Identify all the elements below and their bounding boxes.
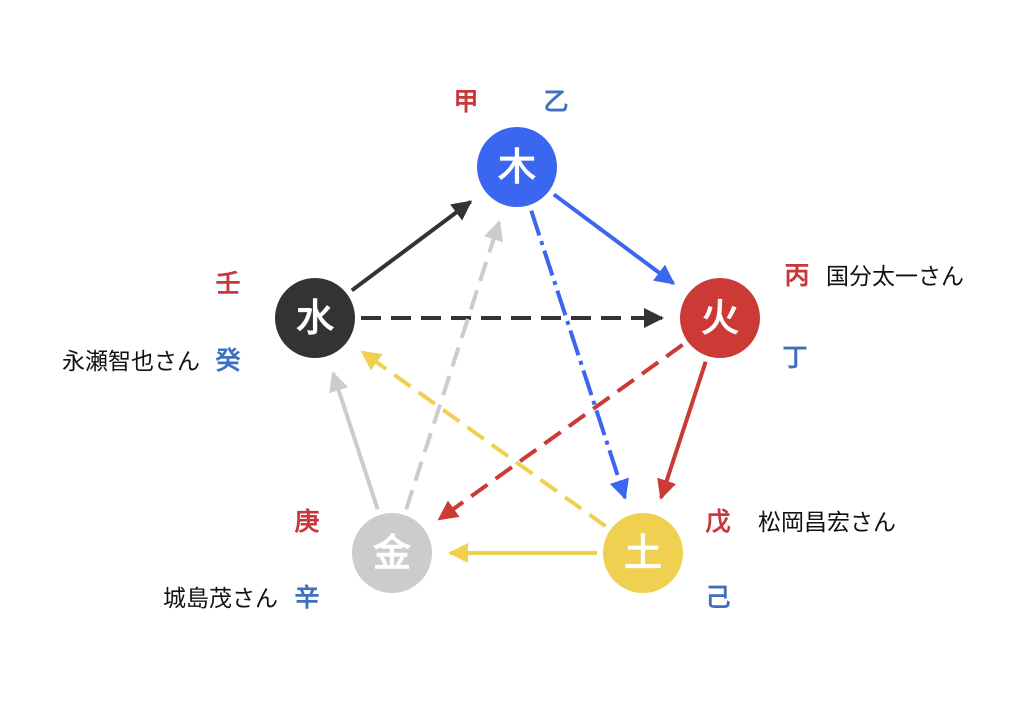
- arrow-metal-generates-water: [329, 371, 380, 510]
- node-char: 火: [701, 295, 739, 340]
- node-circle: [680, 278, 760, 358]
- arrow-fire-controls-metal: [437, 343, 684, 521]
- node-metal: 金: [352, 513, 432, 593]
- person-name-water: 永瀬智也さん: [62, 349, 200, 375]
- node-fire: 火: [680, 278, 760, 358]
- node-circle: [603, 513, 683, 593]
- stem-yin-fire: 丁: [782, 343, 807, 372]
- arrow-earth-controls-water: [360, 350, 607, 528]
- node-water: 水: [275, 278, 355, 358]
- node-circle: [477, 127, 557, 207]
- node-wood: 木: [477, 127, 557, 207]
- node-char: 木: [498, 144, 536, 189]
- node-char: 水: [296, 295, 335, 340]
- arrow-wood-controls-earth: [529, 210, 629, 500]
- person-name-earth: 松岡昌宏さん: [758, 510, 896, 536]
- stem-yang-wood: 甲: [453, 87, 478, 116]
- arrow-fire-generates-earth: [657, 361, 708, 500]
- person-name-metal: 城島茂さん: [163, 586, 278, 612]
- stem-yang-earth: 戊: [705, 507, 730, 536]
- node-char: 土: [624, 530, 662, 575]
- stem-yang-water: 壬: [215, 269, 240, 298]
- stem-yang-metal: 庚: [294, 507, 319, 536]
- node-circle: [275, 278, 355, 358]
- person-name-fire: 国分太一さん: [826, 264, 964, 290]
- arrow-metal-controls-wood: [404, 220, 504, 510]
- node-circle: [352, 513, 432, 593]
- node-char: 金: [372, 530, 412, 575]
- stem-yang-fire: 丙: [784, 261, 809, 290]
- arrow-water-generates-wood: [350, 200, 473, 293]
- stem-yin-water: 癸: [214, 346, 241, 375]
- stem-yin-wood: 乙: [543, 87, 568, 116]
- arrow-wood-generates-fire: [552, 192, 676, 285]
- stem-yin-metal: 辛: [294, 583, 319, 612]
- node-earth: 土: [603, 513, 683, 593]
- stem-yin-earth: 己: [705, 583, 730, 612]
